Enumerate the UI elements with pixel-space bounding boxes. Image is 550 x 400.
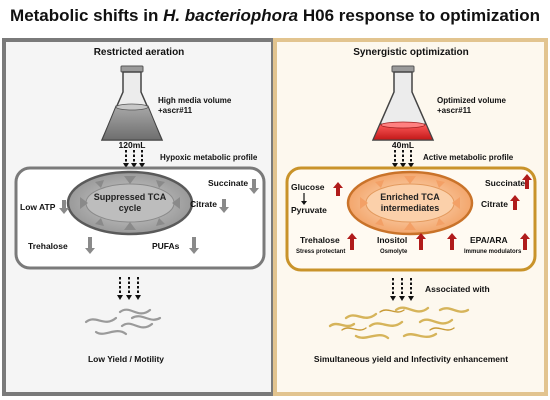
- right-flow-arrowheads-top: [392, 163, 414, 168]
- left-outcome: Low Yield / Motility: [88, 354, 164, 364]
- down-arrow-icon-glucose-to-pyruvate: [301, 193, 307, 205]
- left-heading: Restricted aeration: [94, 47, 185, 58]
- up-arrow-icon-succinate: [522, 174, 532, 189]
- page-title: Metabolic shifts in H. bacteriophora H06…: [10, 6, 540, 25]
- right-inositol: Inositol: [377, 235, 407, 245]
- right-flow-arrowheads-bottom: [390, 296, 414, 301]
- right-tca-label-2: intermediates: [381, 203, 440, 213]
- left-tca-label-2: cycle: [119, 203, 142, 213]
- left-flow-arrowheads-top: [123, 163, 145, 168]
- left-volume-label: 120mL: [119, 140, 146, 150]
- flask-icon-left: [100, 65, 164, 141]
- left-profile-label: Hypoxic metabolic profile: [160, 153, 258, 162]
- right-volume-label: 40mL: [392, 140, 414, 150]
- right-heading: Synergistic optimization: [353, 47, 469, 58]
- right-associated-label: Associated with: [425, 284, 490, 294]
- left-trehalose: Trehalose: [28, 241, 68, 251]
- up-arrow-icon-immune-modulators: [520, 233, 530, 250]
- left-tca-label-1: Suppressed TCA: [94, 192, 167, 202]
- left-flask-label-2: +ascr#11: [158, 106, 193, 115]
- right-epa-ara-sub: Immune modulators: [464, 249, 522, 255]
- left-flow-arrows-top: [125, 150, 143, 164]
- right-trehalose: Trehalose: [300, 235, 340, 245]
- nematode-icon-group-right-dark: [341, 309, 455, 331]
- right-succinate: Succinate: [485, 178, 525, 188]
- nematode-icon-group-left: [84, 308, 162, 336]
- right-epa-ara: EPA/ARA: [470, 235, 508, 245]
- up-arrow-icon-trehalose: [347, 233, 357, 250]
- left-succinate: Succinate: [208, 178, 248, 188]
- right-flow-arrows-top: [394, 150, 412, 164]
- right-glucose: Glucose: [291, 182, 325, 192]
- right-pyruvate: Pyruvate: [291, 205, 327, 215]
- up-arrow-icon-inositol: [416, 233, 426, 250]
- right-flow-arrows-bottom: [392, 278, 412, 297]
- right-tca-oval: [346, 170, 474, 236]
- right-flask-label-2: +ascr#11: [437, 106, 472, 115]
- title-species: H. bacteriophora: [163, 6, 298, 25]
- flask-icon-right: [371, 65, 435, 141]
- up-arrow-icon-glucose: [333, 182, 343, 196]
- down-arrow-icon-citrate: [219, 199, 229, 213]
- title-prefix: Metabolic shifts in: [10, 6, 163, 25]
- right-flask-label-1: Optimized volume: [437, 96, 506, 105]
- left-flask-label-1: High media volume: [158, 96, 232, 105]
- right-inositol-sub: Osmolyte: [380, 249, 408, 255]
- right-trehalose-sub: Stress protectant: [296, 249, 345, 255]
- down-arrow-icon-pufas: [189, 237, 199, 254]
- nematode-icon-group-right: [328, 306, 470, 340]
- down-arrow-icon-succinate: [249, 179, 259, 194]
- left-low-atp: Low ATP: [20, 202, 56, 212]
- left-flow-arrows-bottom: [119, 277, 139, 296]
- down-arrow-icon-trehalose: [85, 237, 95, 254]
- left-pufas: PUFAs: [152, 241, 180, 251]
- right-tca-label-1: Enriched TCA: [380, 192, 440, 202]
- left-tca-oval: [66, 170, 194, 236]
- left-citrate: Citrate: [190, 199, 217, 209]
- right-outcome: Simultaneous yield and Infectivity enhan…: [314, 354, 508, 364]
- up-arrow-icon-citrate: [510, 195, 520, 210]
- up-arrow-icon-epa-ara: [447, 233, 457, 250]
- right-profile-label: Active metabolic profile: [423, 153, 514, 162]
- left-flow-arrowheads-bottom: [117, 295, 141, 300]
- right-citrate: Citrate: [481, 199, 508, 209]
- down-arrow-icon-low-atp: [59, 200, 69, 214]
- title-suffix: H06 response to optimization: [298, 6, 540, 25]
